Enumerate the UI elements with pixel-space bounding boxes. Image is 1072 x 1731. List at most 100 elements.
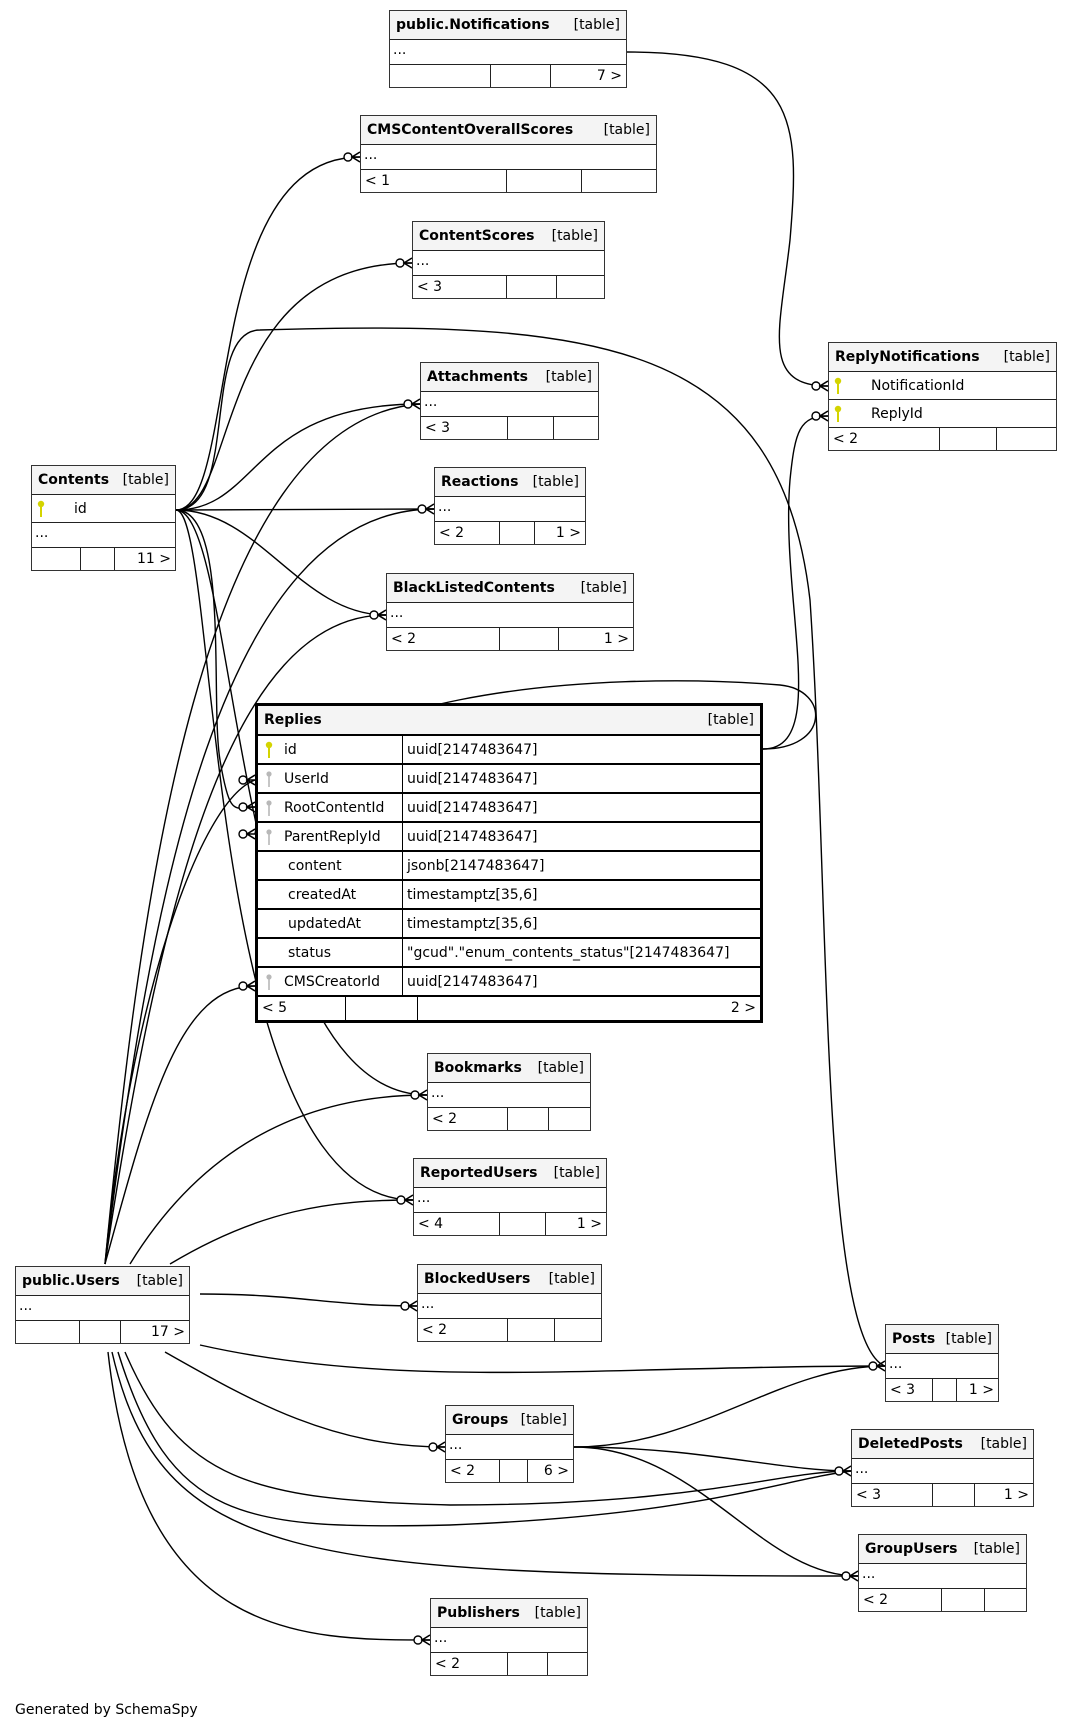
table-attachments[interactable]: Attachments[table] ... < 3 bbox=[420, 362, 599, 440]
primary-key-icon bbox=[264, 741, 274, 759]
table-type: [table] bbox=[573, 17, 620, 33]
table-footer: < 1 bbox=[361, 170, 656, 192]
relationship-edge-users-to-publishers bbox=[107, 1351, 431, 1641]
table-blocked-users[interactable]: BlockedUsers[table] ... < 2 bbox=[417, 1264, 602, 1342]
parents-link[interactable]: < 2 bbox=[829, 428, 940, 450]
parents-link[interactable]: < 2 bbox=[859, 1589, 942, 1611]
table-footer: 11 > bbox=[32, 548, 175, 570]
column-row: id bbox=[32, 495, 175, 523]
table-name: Replies bbox=[264, 712, 322, 728]
columns-ellipsis: ... bbox=[387, 603, 633, 628]
relationship-edge-contents-to-replies bbox=[175, 509, 256, 809]
primary-key-icon bbox=[36, 500, 50, 518]
table-footer: < 2 bbox=[428, 1108, 590, 1130]
table-type: [table] bbox=[551, 228, 598, 244]
table-reactions[interactable]: Reactions [table] ... < 2 1 > bbox=[434, 467, 586, 545]
table-type: [table] bbox=[553, 1165, 600, 1181]
children-link[interactable]: 1 > bbox=[968, 1382, 994, 1398]
table-reply-notifications[interactable]: ReplyNotifications[table] NotificationId… bbox=[828, 342, 1057, 451]
table-reported-users[interactable]: ReportedUsers [table] ... < 4 1 > bbox=[413, 1158, 607, 1236]
column-row: NotificationId bbox=[829, 372, 1056, 400]
crows-foot-icon bbox=[238, 801, 256, 813]
table-publishers[interactable]: Publishers[table] ... < 2 bbox=[430, 1598, 588, 1676]
crows-foot-icon bbox=[410, 1089, 428, 1101]
crows-foot-icon bbox=[238, 980, 256, 992]
parents-link[interactable]: < 2 bbox=[446, 1460, 500, 1482]
parents-link[interactable]: < 4 bbox=[414, 1213, 500, 1235]
parents-link[interactable]: < 3 bbox=[852, 1484, 933, 1506]
table-footer: < 2 bbox=[431, 1653, 587, 1675]
parents-link[interactable]: < 3 bbox=[421, 417, 508, 439]
table-name: Reactions bbox=[441, 474, 519, 490]
parents-link[interactable]: < 2 bbox=[418, 1319, 508, 1341]
columns-ellipsis: ... bbox=[852, 1459, 1033, 1484]
table-type: [table] bbox=[548, 1271, 595, 1287]
parents-link[interactable]: < 2 bbox=[428, 1108, 508, 1130]
children-link[interactable]: 17 > bbox=[151, 1324, 185, 1340]
children-link[interactable]: 2 > bbox=[730, 1000, 756, 1016]
foreign-key-icon bbox=[264, 828, 274, 846]
table-users[interactable]: public.Users[table] ... 17 > bbox=[15, 1266, 190, 1344]
relationship-edge-users-to-reported_users bbox=[169, 1199, 414, 1265]
crows-foot-icon bbox=[238, 774, 256, 786]
generated-by-label: Generated by SchemaSpy bbox=[15, 1702, 198, 1718]
table-footer: < 2 bbox=[859, 1589, 1026, 1611]
parents-link[interactable]: < 2 bbox=[435, 522, 500, 544]
crows-foot-icon bbox=[369, 609, 387, 621]
children-link[interactable]: 11 > bbox=[137, 551, 171, 567]
children-link[interactable]: 1 > bbox=[1003, 1487, 1029, 1503]
parents-link[interactable]: < 3 bbox=[886, 1379, 933, 1401]
children-link[interactable]: 1 > bbox=[555, 525, 581, 541]
columns-ellipsis: ... bbox=[418, 1294, 601, 1319]
parents-link[interactable]: < 5 bbox=[258, 997, 346, 1020]
parents-link[interactable]: < 3 bbox=[413, 276, 507, 298]
table-cms-content-overall-scores[interactable]: CMSContentOverallScores[table] ... < 1 bbox=[360, 115, 657, 193]
columns-ellipsis: ... bbox=[16, 1296, 189, 1321]
table-name: public.Notifications bbox=[396, 17, 550, 33]
relationship-edge-users-to-bookmarks bbox=[129, 1094, 428, 1265]
table-footer: < 3 bbox=[421, 417, 598, 439]
children-link[interactable]: 1 > bbox=[603, 631, 629, 647]
table-notifications[interactable]: public.Notifications[table] ... 7 > bbox=[389, 10, 627, 88]
foreign-key-icon bbox=[264, 973, 274, 991]
relationship-edge-contents-to-blacklisted bbox=[175, 509, 387, 616]
parents-link[interactable]: < 2 bbox=[387, 628, 500, 650]
crows-foot-icon bbox=[811, 380, 829, 392]
column-row-status: status"gcud"."enum_contents_status"[2147… bbox=[258, 939, 760, 968]
children-link[interactable]: 6 > bbox=[543, 1463, 569, 1479]
relationship-edge-groups-to-deleted_posts bbox=[573, 1446, 852, 1472]
table-name: ContentScores bbox=[419, 228, 535, 244]
parents-link[interactable]: < 1 bbox=[361, 170, 507, 192]
table-bookmarks[interactable]: Bookmarks[table] ... < 2 bbox=[427, 1053, 591, 1131]
column-row: ReplyId bbox=[829, 400, 1056, 428]
parents-link[interactable]: < 2 bbox=[431, 1653, 508, 1675]
crows-foot-icon bbox=[428, 1441, 446, 1453]
table-name: DeletedPosts bbox=[858, 1436, 963, 1452]
children-link[interactable]: 1 > bbox=[576, 1216, 602, 1232]
crows-foot-icon bbox=[417, 503, 435, 515]
table-type: [table] bbox=[532, 474, 579, 490]
crows-foot-icon bbox=[403, 398, 421, 410]
columns-ellipsis: ... bbox=[435, 497, 585, 522]
table-footer: < 3 1 > bbox=[886, 1379, 998, 1401]
table-group-users[interactable]: GroupUsers[table] ... < 2 bbox=[858, 1534, 1027, 1612]
table-name: ReportedUsers bbox=[420, 1165, 538, 1181]
table-content-scores[interactable]: ContentScores[table] ... < 3 bbox=[412, 221, 605, 299]
crows-foot-icon bbox=[841, 1570, 859, 1582]
table-type: [table] bbox=[580, 580, 627, 596]
table-contents[interactable]: Contents[table] id ... 11 > bbox=[31, 465, 176, 571]
columns-ellipsis: ... bbox=[428, 1083, 590, 1108]
table-type: [table] bbox=[545, 369, 592, 385]
children-link[interactable]: 7 > bbox=[596, 68, 622, 84]
columns-ellipsis: ... bbox=[414, 1188, 606, 1213]
